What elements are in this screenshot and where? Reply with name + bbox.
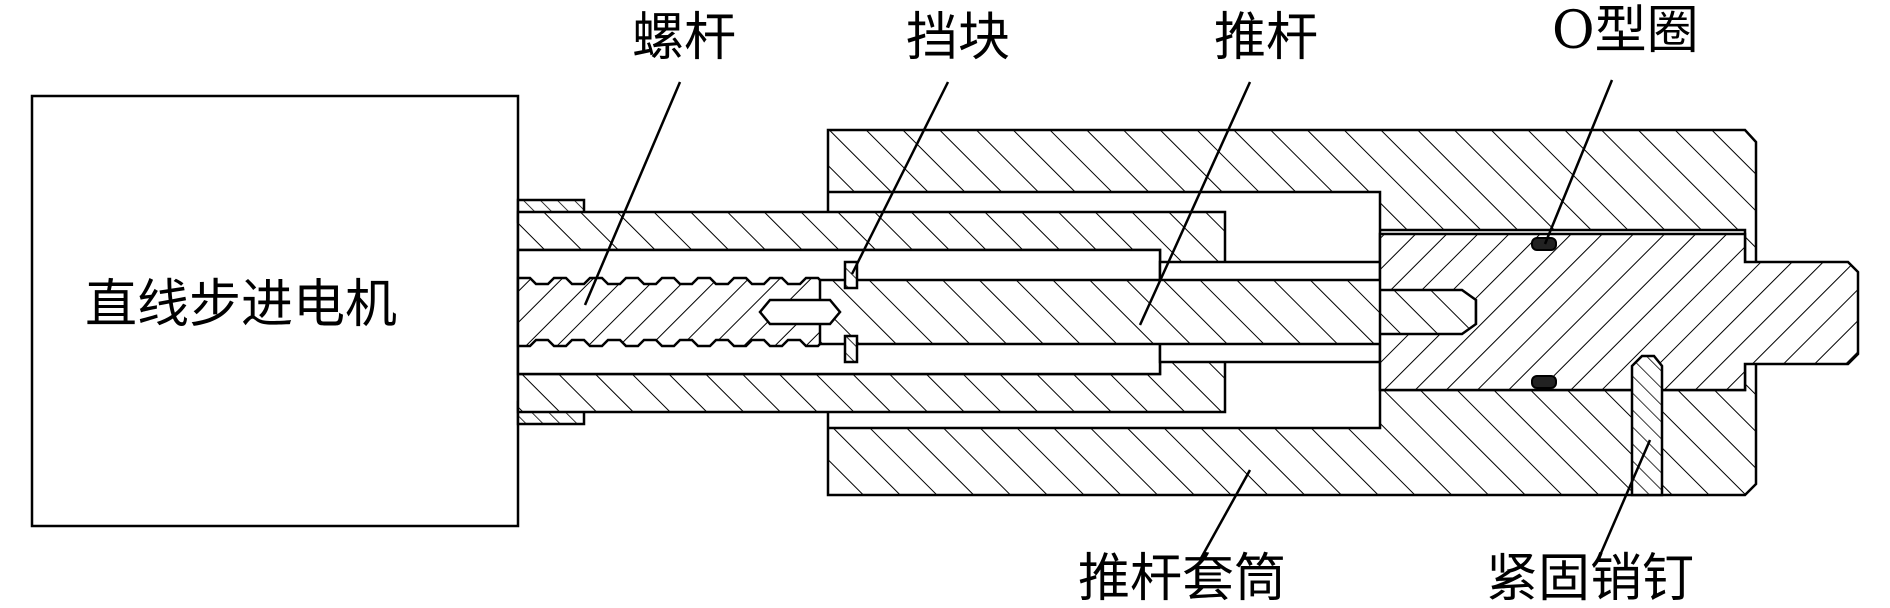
sleeve-label: 推杆套筒 — [1078, 549, 1286, 608]
stepper-motor: 直线步进电机 — [30, 94, 520, 528]
o-ring — [1531, 237, 1557, 389]
set-pin-label: 紧固销钉 — [1486, 549, 1694, 608]
push-rod-label: 推杆 — [1214, 8, 1318, 68]
stop-label: 挡块 — [906, 8, 1010, 68]
set-pin — [1630, 354, 1664, 497]
push-rod-tip — [758, 298, 842, 326]
o-ring-label: O型圈 — [1552, 1, 1699, 61]
screw-label: 螺杆 — [632, 8, 736, 68]
push-rod — [818, 278, 1478, 346]
end-plunger — [1378, 232, 1860, 392]
motor-label: 直线步进电机 — [85, 275, 397, 335]
leader-lines — [583, 79, 1652, 561]
